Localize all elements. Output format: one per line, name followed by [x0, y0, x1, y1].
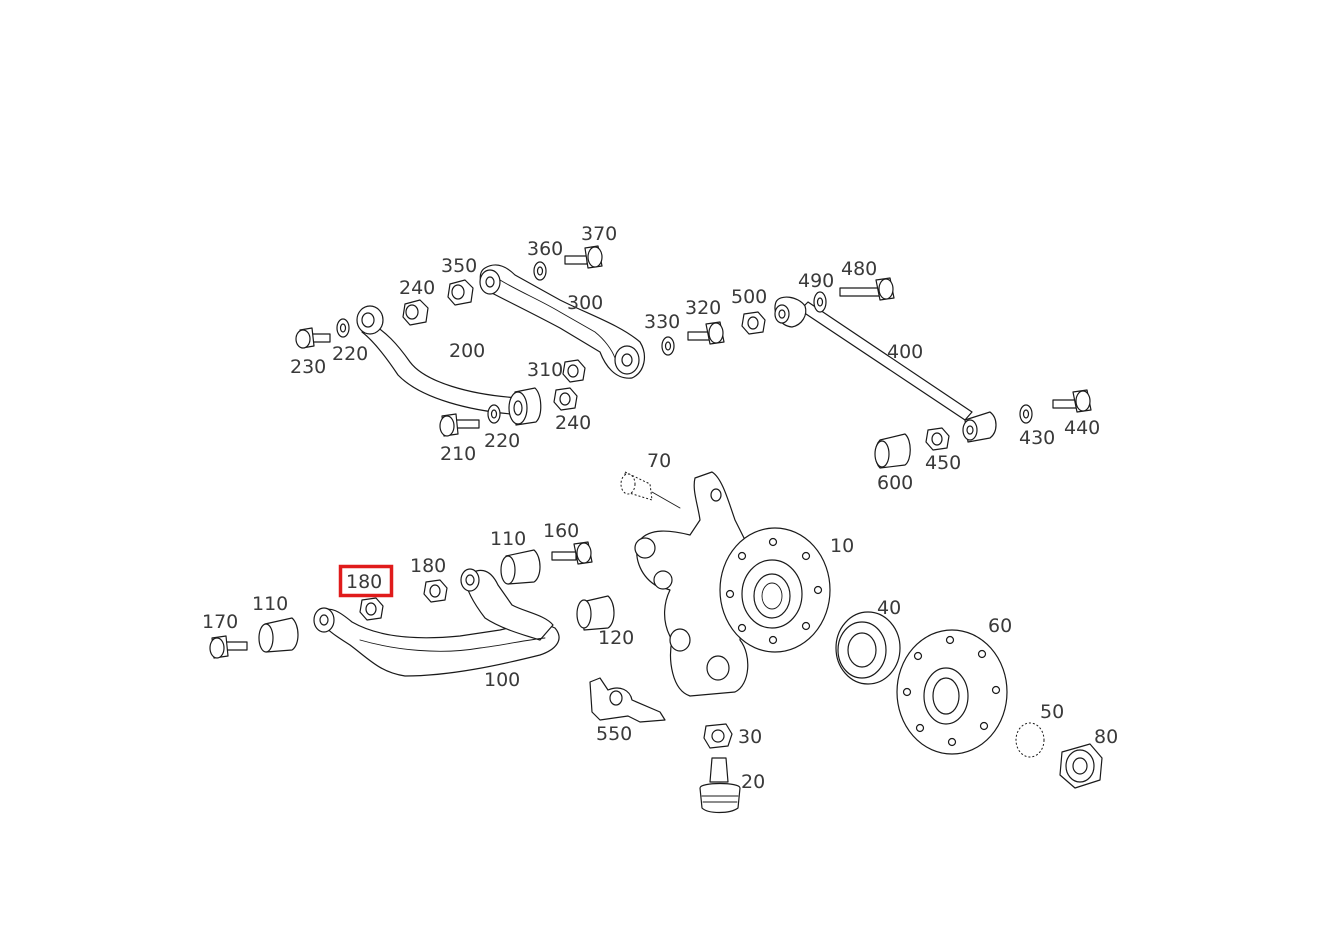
label-550[interactable]: 550: [596, 723, 632, 745]
part-200-arm[interactable]: [356, 305, 542, 426]
part-230-bolt[interactable]: [295, 327, 331, 349]
label-200[interactable]: 200: [449, 340, 485, 362]
label-50[interactable]: 50: [1040, 701, 1064, 723]
label-60[interactable]: 60: [988, 615, 1012, 637]
part-490-washer[interactable]: [813, 291, 827, 313]
label-30[interactable]: 30: [738, 726, 762, 748]
part-360-washer[interactable]: [533, 261, 547, 281]
label-350[interactable]: 350: [441, 255, 477, 277]
part-240-nut-a[interactable]: [402, 299, 429, 326]
label-430[interactable]: 430: [1019, 427, 1055, 449]
part-450-nut[interactable]: [925, 427, 950, 451]
part-320-bolt[interactable]: [687, 321, 725, 345]
part-40-bearing[interactable]: [835, 611, 901, 685]
label-220-b[interactable]: 220: [484, 430, 520, 452]
part-440-bolt[interactable]: [1052, 389, 1092, 413]
part-180-nut-b[interactable]: [423, 579, 448, 603]
label-160[interactable]: 160: [543, 520, 579, 542]
label-400[interactable]: 400: [887, 341, 923, 363]
part-180-nut-a[interactable]: [359, 597, 384, 621]
part-20-ball-joint[interactable]: [699, 757, 741, 814]
part-160-bolt[interactable]: [551, 541, 593, 565]
part-120-bushing[interactable]: [576, 595, 615, 631]
label-490[interactable]: 490: [798, 270, 834, 292]
part-170-bolt[interactable]: [209, 635, 248, 659]
label-210[interactable]: 210: [440, 443, 476, 465]
part-210-bolt[interactable]: [439, 413, 480, 437]
part-50-ring[interactable]: [1015, 722, 1045, 758]
part-70-pin[interactable]: [620, 471, 681, 509]
label-20[interactable]: 20: [741, 771, 765, 793]
label-220-a[interactable]: 220: [332, 343, 368, 365]
part-500-nut[interactable]: [741, 311, 766, 335]
part-80-nut[interactable]: [1059, 743, 1103, 789]
label-230[interactable]: 230: [290, 356, 326, 378]
label-310[interactable]: 310: [527, 359, 563, 381]
label-80[interactable]: 80: [1094, 726, 1118, 748]
label-180[interactable]: 180: [410, 555, 446, 577]
label-110-b[interactable]: 110: [490, 528, 526, 550]
label-300[interactable]: 300: [567, 292, 603, 314]
part-110-bushing-b[interactable]: [500, 549, 541, 585]
part-10-knuckle[interactable]: [634, 471, 831, 697]
label-100[interactable]: 100: [484, 669, 520, 691]
part-300-arm[interactable]: [479, 264, 646, 379]
label-170[interactable]: 170: [202, 611, 238, 633]
part-100-lower-arm[interactable]: [313, 568, 560, 677]
label-360[interactable]: 360: [527, 238, 563, 260]
part-550-bracket[interactable]: [589, 677, 666, 723]
part-310-nut[interactable]: [562, 359, 586, 383]
labels: 10 20 30 40 50 60 70 80 100 110 110 120 …: [202, 223, 1118, 793]
label-500[interactable]: 500: [731, 286, 767, 308]
label-440[interactable]: 440: [1064, 417, 1100, 439]
part-220-washer-a[interactable]: [336, 318, 350, 338]
part-330-washer[interactable]: [661, 336, 675, 356]
label-450[interactable]: 450: [925, 452, 961, 474]
label-240-a[interactable]: 240: [399, 277, 435, 299]
label-40[interactable]: 40: [877, 597, 901, 619]
part-110-bushing-a[interactable]: [258, 617, 299, 653]
part-350-nut[interactable]: [447, 279, 474, 306]
label-180-highlighted[interactable]: 180: [346, 571, 382, 593]
label-110-a[interactable]: 110: [252, 593, 288, 615]
part-370-bolt[interactable]: [564, 245, 603, 269]
part-240-nut-b[interactable]: [553, 387, 578, 411]
part-430-washer[interactable]: [1019, 404, 1033, 424]
label-70[interactable]: 70: [647, 450, 671, 472]
label-330[interactable]: 330: [644, 311, 680, 333]
label-600[interactable]: 600: [877, 472, 913, 494]
label-240-b[interactable]: 240: [555, 412, 591, 434]
label-10[interactable]: 10: [830, 535, 854, 557]
label-370[interactable]: 370: [581, 223, 617, 245]
label-120[interactable]: 120: [598, 627, 634, 649]
label-480[interactable]: 480: [841, 258, 877, 280]
part-400-rod[interactable]: [774, 296, 997, 443]
selected-part-highlight: [338, 564, 394, 598]
part-60-hub[interactable]: [896, 629, 1008, 755]
label-320[interactable]: 320: [685, 297, 721, 319]
part-30-nut[interactable]: [703, 723, 733, 749]
part-600-bushing[interactable]: [874, 433, 911, 469]
part-480-bolt[interactable]: [839, 277, 895, 301]
part-220-washer-b[interactable]: [487, 404, 501, 424]
